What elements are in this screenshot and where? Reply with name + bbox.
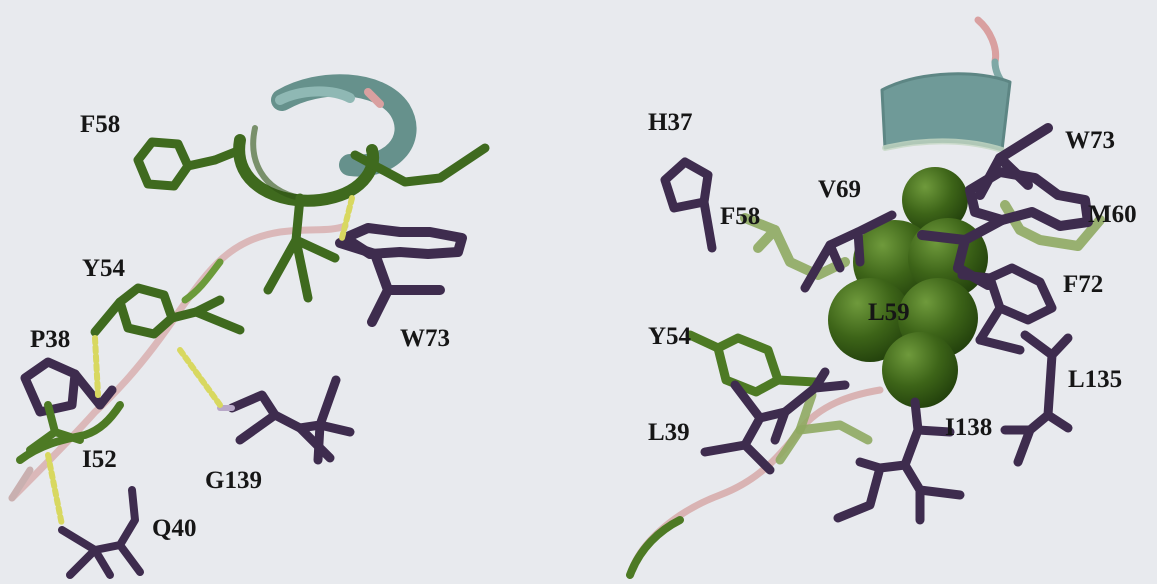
left-residue-Q40: [62, 490, 140, 575]
left-residue-W73: [340, 228, 462, 322]
left-helix: [239, 85, 405, 201]
label-left-W73: W73: [400, 326, 450, 351]
label-left-Q40: Q40: [152, 516, 196, 541]
label-left-I52: I52: [82, 447, 117, 472]
right-panel: [630, 20, 1100, 575]
label-right-H37: H37: [648, 110, 692, 135]
left-residue-G139: [232, 380, 350, 460]
left-residue-F58: [138, 142, 240, 186]
label-left-Y54: Y54: [82, 256, 125, 281]
label-left-G139: G139: [205, 468, 262, 493]
label-right-V69: V69: [818, 177, 861, 202]
label-right-I138: I138: [945, 415, 992, 440]
right-sphere-cluster-L59: [828, 167, 988, 408]
label-right-L59: L59: [868, 300, 910, 325]
label-left-P38: P38: [30, 327, 70, 352]
label-right-W73: W73: [1065, 128, 1115, 153]
label-left-F58: F58: [80, 112, 120, 137]
label-right-M60: M60: [1088, 202, 1137, 227]
label-right-F72: F72: [1063, 272, 1103, 297]
left-backbone-loop: [12, 226, 345, 498]
label-right-L135: L135: [1068, 367, 1122, 392]
label-right-F58: F58: [720, 204, 760, 229]
right-residue-I138: [838, 402, 960, 520]
right-residue-H37: [665, 162, 712, 248]
left-residue-Y54: [95, 288, 240, 334]
right-residue-L135: [1005, 335, 1068, 462]
label-right-Y54: Y54: [648, 324, 691, 349]
right-residue-Y54: [690, 335, 815, 392]
label-right-L39: L39: [648, 420, 690, 445]
